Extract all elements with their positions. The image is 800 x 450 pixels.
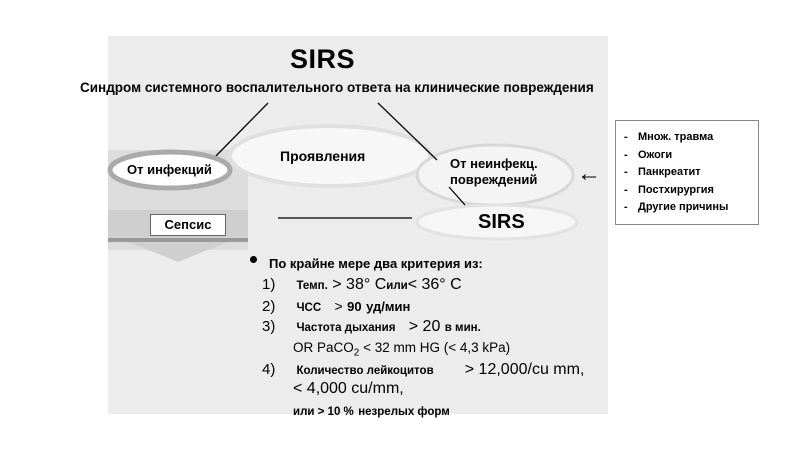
criterion-label: ЧСС xyxy=(296,302,322,314)
criteria-heading-text: По крайне мере два критерия из: xyxy=(269,256,483,271)
criterion-4-immature: или > 10 % незрелых форм xyxy=(293,402,450,420)
left-arrow-icon: ← xyxy=(577,160,601,187)
criterion-value: > 12,000/cu mm, xyxy=(464,361,585,378)
sirs-node-ellipse xyxy=(415,203,579,241)
manifestations-label: Проявления xyxy=(280,148,366,164)
paco2-subscript: 2 xyxy=(353,347,360,359)
criterion-4-low: < 4,000 cu/mm, xyxy=(293,380,404,397)
cause-item: Другие причины xyxy=(624,199,758,217)
criterion-value: > 38° C xyxy=(332,276,387,293)
noninfectious-label-1: От неинфекц. xyxy=(450,156,538,171)
sepsis-box: Сепсис xyxy=(150,214,226,236)
manifestations-ellipse xyxy=(228,124,432,188)
immature-label: незрелых форм xyxy=(358,406,450,418)
sirs-node-label: SIRS xyxy=(478,211,525,233)
criterion-2: 2) ЧСС > 90 уд/мин xyxy=(262,298,410,316)
cause-item: Ожоги xyxy=(624,147,758,165)
slide-subtitle: Синдром системного воспалительного ответ… xyxy=(80,80,594,95)
sepsis-arrow-edge xyxy=(108,238,248,242)
cause-item: Постхирургия xyxy=(624,182,758,200)
criterion-value: > 20 xyxy=(408,318,441,335)
line-left-diagonal xyxy=(211,102,269,161)
criterion-label: Частота дыхания xyxy=(296,322,396,334)
criterion-gt: > xyxy=(334,298,343,314)
bullet-icon xyxy=(250,256,257,264)
criterion-number: 2) xyxy=(262,298,276,315)
criterion-value: 90 xyxy=(347,299,362,314)
criteria-heading: По крайне мере два критерия из: xyxy=(250,256,483,271)
immature-threshold: или > 10 % xyxy=(293,406,354,418)
criterion-value-2: < 36° C xyxy=(407,276,462,293)
criterion-unit: в мин. xyxy=(444,322,481,334)
criterion-label: Количество лейкоцитов xyxy=(296,365,434,377)
criterion-or: или xyxy=(386,280,408,292)
criterion-label: Темп. xyxy=(296,280,328,292)
paco2-text: OR PaCO xyxy=(293,340,354,355)
cause-item: Множ. травма xyxy=(624,129,758,147)
line-right-diagonal xyxy=(377,102,438,161)
criterion-number: 3) xyxy=(262,318,276,335)
criterion-unit: уд/мин xyxy=(366,299,411,314)
causes-box: Множ. травма Ожоги Панкреатит Постхирург… xyxy=(615,120,759,225)
slide-title: SIRS xyxy=(290,44,356,74)
criterion-3-alt: OR PaCO2 < 32 mm HG (< 4,3 kPa) xyxy=(293,340,510,359)
criterion-3: 3) Частота дыхания > 20 в мин. xyxy=(262,318,481,336)
infection-label: От инфекций xyxy=(127,162,212,177)
line-right-lower xyxy=(448,186,466,206)
paco2-threshold: < 32 mm HG (< 4,3 kPa) xyxy=(359,340,511,355)
criterion-1: 1) Темп. > 38° Cили< 36° C xyxy=(262,276,462,294)
infection-ellipse xyxy=(107,149,233,191)
criterion-number: 1) xyxy=(262,276,276,293)
criterion-number: 4) xyxy=(262,361,276,378)
cause-item: Панкреатит xyxy=(624,164,758,182)
noninfectious-label-2: повреждений xyxy=(450,172,538,187)
criterion-4: 4) Количество лейкоцитов > 12,000/cu mm, xyxy=(262,361,584,379)
